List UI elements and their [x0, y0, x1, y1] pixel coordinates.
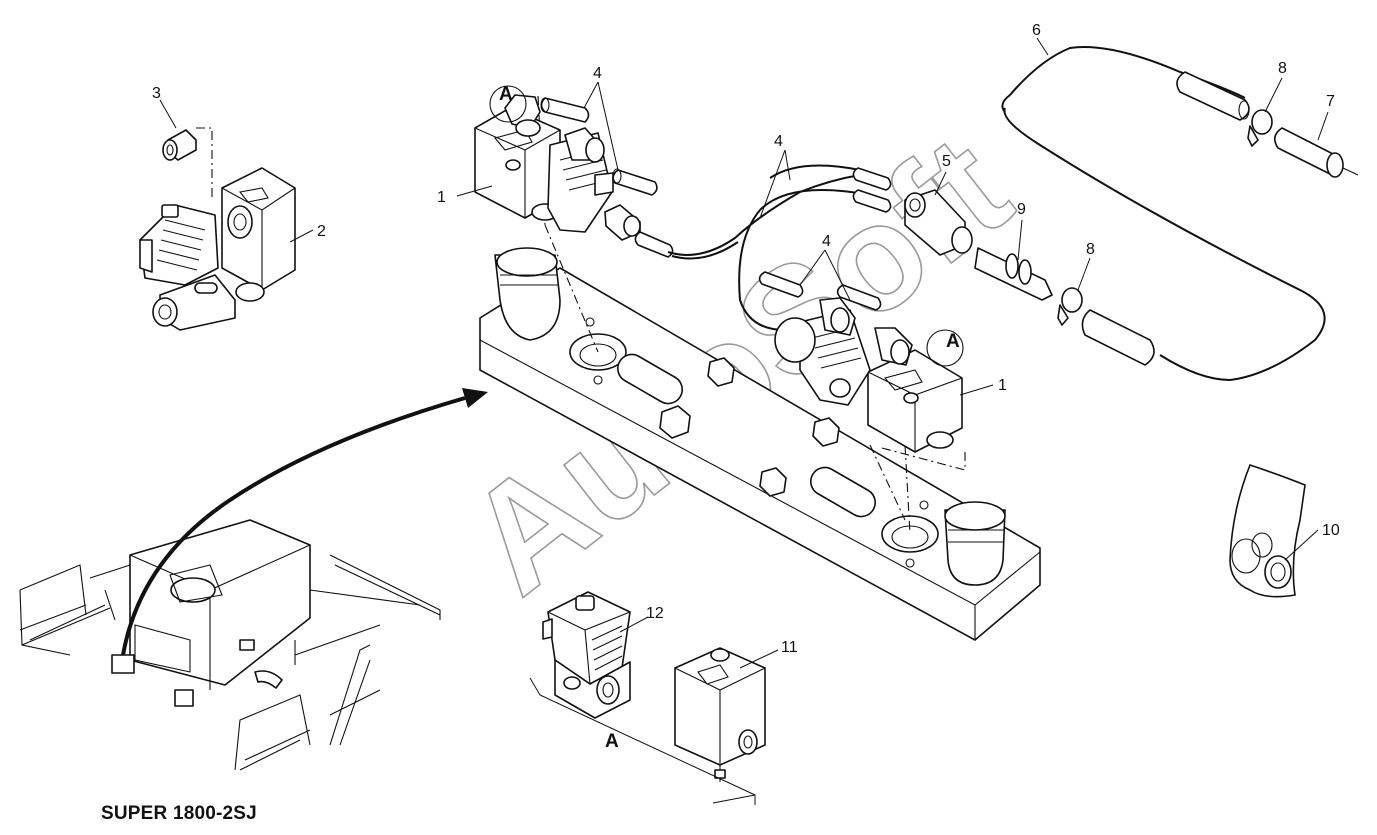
callout-1-right: 1 — [998, 377, 1007, 394]
detail-part-10 — [1229, 464, 1306, 598]
callout-4-top: 4 — [593, 65, 602, 82]
leader-lines — [159, 37, 1329, 669]
callout-4-lower: 4 — [822, 233, 831, 250]
view-a-marker-bottom: A — [605, 731, 619, 752]
svg-text:A: A — [499, 84, 513, 105]
callout-5: 5 — [942, 153, 951, 170]
callouts: 1 1 2 3 4 4 4 5 6 7 8 8 9 10 11 12 — [152, 22, 1340, 656]
view-a-bracket — [529, 677, 756, 805]
valve-body-part-11 — [674, 647, 766, 782]
fitting-part-5 — [904, 189, 973, 256]
sleeve-top-right — [1176, 71, 1250, 121]
solenoid-valve-left — [474, 94, 641, 241]
hose-segments-top-left — [540, 97, 674, 258]
pipe-loop-part-6 — [1001, 46, 1326, 382]
machine-overview-sketch — [19, 519, 441, 771]
svg-text:A: A — [946, 331, 960, 352]
callout-1-left: 1 — [437, 189, 446, 206]
hose-segments-mid — [758, 167, 892, 311]
adapter-part-9 — [974, 247, 1053, 301]
solenoid-valve-part-2 — [139, 167, 296, 331]
callout-8-top: 8 — [1278, 60, 1287, 77]
callout-6: 6 — [1032, 22, 1041, 39]
view-a-marker-left: A — [489, 84, 527, 123]
solenoid-coil-part-12 — [542, 591, 631, 719]
callout-7: 7 — [1326, 93, 1335, 110]
callout-3: 3 — [152, 85, 161, 102]
fitting-part-3 — [162, 129, 197, 161]
model-title: SUPER 1800-2SJ — [101, 803, 257, 824]
manifold-block — [479, 247, 1041, 641]
callout-10: 10 — [1322, 522, 1340, 539]
hose-clamp-top — [1247, 109, 1273, 147]
callout-9: 9 — [1017, 201, 1026, 218]
callout-12: 12 — [646, 605, 664, 622]
zoom-arrow — [121, 388, 488, 656]
solenoid-valve-right — [774, 297, 963, 453]
hose-clamp-mid — [1057, 287, 1155, 366]
view-a-marker-right: A — [926, 329, 964, 367]
callout-2: 2 — [317, 223, 326, 240]
fitting-part-7 — [1274, 127, 1359, 178]
callout-11: 11 — [781, 639, 798, 656]
callout-4-middle: 4 — [774, 133, 783, 150]
callout-8-mid: 8 — [1086, 241, 1095, 258]
